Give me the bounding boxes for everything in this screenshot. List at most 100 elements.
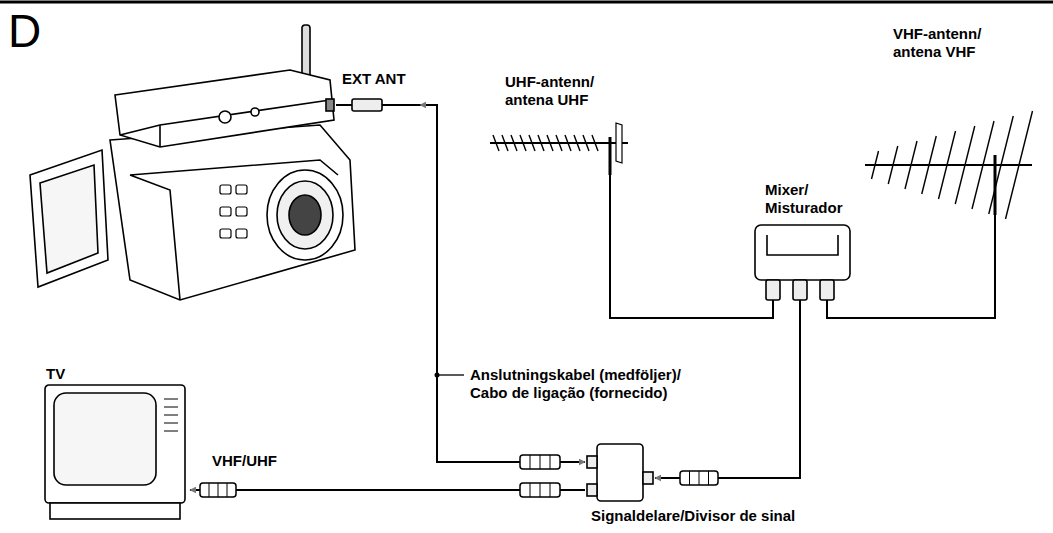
signal-splitter-drawing xyxy=(585,440,655,505)
plug-ridge xyxy=(689,471,690,485)
camcorder-drawing xyxy=(20,25,420,300)
cable xyxy=(610,175,773,318)
antenna-element xyxy=(905,141,917,189)
device-label: VHF-antenn/ antena VHF xyxy=(893,25,988,61)
antenna-boom xyxy=(865,164,1032,166)
antenna-element xyxy=(529,135,535,151)
plug-ridge xyxy=(540,455,541,469)
antenna-element xyxy=(972,121,994,209)
receiver-edge xyxy=(120,100,330,147)
cable xyxy=(827,215,995,318)
cable-label: VHF/UHF xyxy=(212,452,277,470)
antenna-element xyxy=(888,146,898,184)
plug-ridge xyxy=(209,483,210,497)
device-label: Mixer/ Misturador xyxy=(765,181,849,217)
tv-control xyxy=(164,407,178,408)
camcorder-body xyxy=(110,125,355,300)
tv-set-drawing xyxy=(40,385,190,525)
vhf-antenna-drawing xyxy=(860,65,1035,215)
plug-ridge xyxy=(550,455,551,469)
antenna-element xyxy=(1006,111,1033,219)
plug-ridge xyxy=(218,483,219,497)
antenna-element xyxy=(502,135,508,151)
tv-set: TV xyxy=(40,385,190,525)
lens-hood xyxy=(267,170,343,260)
antenna-element xyxy=(583,135,589,151)
antenna-element xyxy=(493,135,499,151)
plug-ridge xyxy=(550,483,551,497)
mixer-connector xyxy=(766,280,780,300)
antenna-element xyxy=(922,136,937,194)
tv-control xyxy=(164,423,178,424)
button xyxy=(220,207,231,216)
leader-line xyxy=(437,374,464,375)
button xyxy=(236,185,247,194)
splitter-port xyxy=(587,456,597,468)
plug-body xyxy=(352,99,382,111)
uhf-antenna-drawing xyxy=(488,115,638,175)
antenna-mast xyxy=(994,155,997,215)
plug-ridge xyxy=(227,483,228,497)
tv-control xyxy=(164,399,178,400)
plug-ridge xyxy=(699,471,700,485)
tv-cabinet xyxy=(45,385,185,503)
antenna-element xyxy=(547,135,553,151)
button xyxy=(236,229,247,238)
mixer-face xyxy=(767,235,838,255)
button xyxy=(220,229,231,238)
mixer-connector xyxy=(793,280,807,300)
antenna-element xyxy=(511,135,517,151)
antenna-element xyxy=(574,135,580,151)
antenna-element xyxy=(955,126,975,204)
top-rule xyxy=(0,1,1053,4)
antenna-element xyxy=(538,135,544,151)
antenna-element xyxy=(520,135,526,151)
mixer-drawing xyxy=(755,225,850,300)
device-label: TV xyxy=(46,365,65,383)
receiver-knob xyxy=(219,111,231,123)
antenna-element xyxy=(565,135,571,151)
signal-splitter: Signaldelare/Divisor de sinal xyxy=(585,440,655,505)
splitter-port xyxy=(587,484,597,496)
body-edge xyxy=(130,160,338,300)
cable-label: Anslutningskabel (medföljer)/ Cabo de li… xyxy=(470,366,687,402)
tv-control xyxy=(164,431,178,432)
mixer: Mixer/ Misturador xyxy=(755,225,850,300)
tv-control xyxy=(164,415,178,416)
antenna-element xyxy=(872,151,879,179)
button xyxy=(220,185,231,194)
coax-plug xyxy=(200,483,236,497)
antenna-element xyxy=(939,131,956,199)
device-label: Signaldelare/Divisor de sinal xyxy=(591,507,795,525)
lcd-screen xyxy=(40,165,98,273)
lens-glass xyxy=(289,195,321,235)
tv-base xyxy=(50,503,180,519)
lcd-panel xyxy=(30,150,108,287)
tv-screen xyxy=(54,393,156,485)
plug-ridge xyxy=(530,483,531,497)
uhf-antenna: UHF-antenn/ antena UHF xyxy=(488,115,638,175)
splitter-body xyxy=(597,444,643,501)
antenna-mast xyxy=(609,137,612,175)
antenna-element xyxy=(592,135,598,151)
coax-plug xyxy=(680,471,718,485)
device-label: UHF-antenn/ antena UHF xyxy=(505,73,601,109)
device-label: EXT ANT xyxy=(342,70,406,88)
antenna-element xyxy=(989,116,1014,214)
plug-ridge xyxy=(540,483,541,497)
mixer-connector xyxy=(820,280,834,300)
lens-ring xyxy=(277,181,333,249)
plug-ridge xyxy=(530,455,531,469)
plug-pin xyxy=(336,104,352,106)
splitter-port xyxy=(643,472,653,484)
figure-letter: D xyxy=(8,8,41,54)
vhf-antenna: VHF-antenn/ antena VHF xyxy=(860,65,1035,215)
receiver-led xyxy=(251,108,259,116)
ext-ant-jack xyxy=(326,99,334,111)
antenna-element xyxy=(556,135,562,151)
plug-cable xyxy=(382,104,420,106)
receiver-unit xyxy=(115,70,334,147)
cable xyxy=(420,105,585,462)
mixer-body xyxy=(755,225,850,280)
